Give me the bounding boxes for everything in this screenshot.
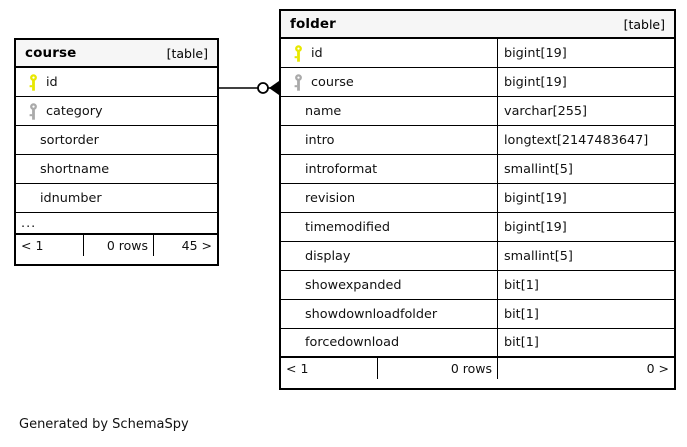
prev-page-button[interactable]: < 1 [21,238,44,253]
table-row[interactable]: id [16,68,217,97]
table-course-header: course [table] [16,40,217,68]
table-row[interactable]: sortorder [16,126,217,155]
column-name: sortorder [40,132,99,148]
table-folder[interactable]: folder [table] id bigint[19] [279,9,676,390]
table-row[interactable]: name varchar[255] [281,97,674,126]
table-course-more-indicator: ... [16,213,217,235]
table-folder-title: folder [290,16,336,32]
table-folder-kind: [table] [623,16,665,32]
table-row[interactable]: intro longtext[2147483647] [281,126,674,155]
table-folder-header: folder [table] [281,11,674,39]
table-row[interactable]: course bigint[19] [281,68,674,97]
column-name: category [46,103,103,119]
table-course[interactable]: course [table] id [14,38,219,266]
column-name: intro [305,132,335,148]
column-type: varchar[255] [497,97,674,125]
column-type: bigint[19] [497,39,674,67]
table-row[interactable]: category [16,97,217,126]
column-type: longtext[2147483647] [497,126,674,154]
table-row[interactable]: showexpanded bit[1] [281,271,674,300]
column-type: bit[1] [497,329,674,356]
column-name: showexpanded [305,277,402,293]
row-count-label: 0 rows [83,235,153,256]
column-type: bigint[19] [497,213,674,241]
table-row[interactable]: forcedownload bit[1] [281,329,674,358]
column-name: course [311,74,354,90]
column-type: smallint[5] [497,155,674,183]
column-type: bit[1] [497,300,674,328]
column-name: revision [305,190,356,206]
column-name: id [46,74,58,90]
row-count-label: 0 rows [377,358,497,379]
table-folder-footer: < 1 0 rows 0 > [281,358,674,379]
foreign-key-icon [287,73,309,91]
table-row[interactable]: timemodified bigint[19] [281,213,674,242]
table-course-footer: < 1 0 rows 45 > [16,235,217,256]
column-name: showdownloadfolder [305,306,438,322]
table-row[interactable]: idnumber [16,184,217,213]
table-course-title: course [25,45,77,61]
foreign-key-icon [22,102,44,120]
column-type: bigint[19] [497,184,674,212]
next-page-button[interactable]: 0 > [497,358,674,379]
column-name: introformat [305,161,378,177]
table-row[interactable]: introformat smallint[5] [281,155,674,184]
column-name: idnumber [40,190,102,206]
primary-key-icon [287,44,309,62]
column-type: bigint[19] [497,68,674,96]
column-type: smallint[5] [497,242,674,270]
column-name: id [311,45,323,61]
column-type: bit[1] [497,271,674,299]
generated-by-caption: Generated by SchemaSpy [19,417,189,432]
table-row[interactable]: display smallint[5] [281,242,674,271]
table-row[interactable]: id bigint[19] [281,39,674,68]
next-page-button[interactable]: 45 > [153,235,217,256]
prev-page-button[interactable]: < 1 [286,361,309,376]
column-name: shortname [40,161,110,177]
column-name: forcedownload [305,335,400,350]
primary-key-icon [22,73,44,91]
column-name: timemodified [305,219,390,235]
table-row[interactable]: shortname [16,155,217,184]
column-name: display [305,248,351,264]
table-row[interactable]: showdownloadfolder bit[1] [281,300,674,329]
column-name: name [305,103,342,119]
table-row[interactable]: revision bigint[19] [281,184,674,213]
table-course-kind: [table] [166,45,208,61]
